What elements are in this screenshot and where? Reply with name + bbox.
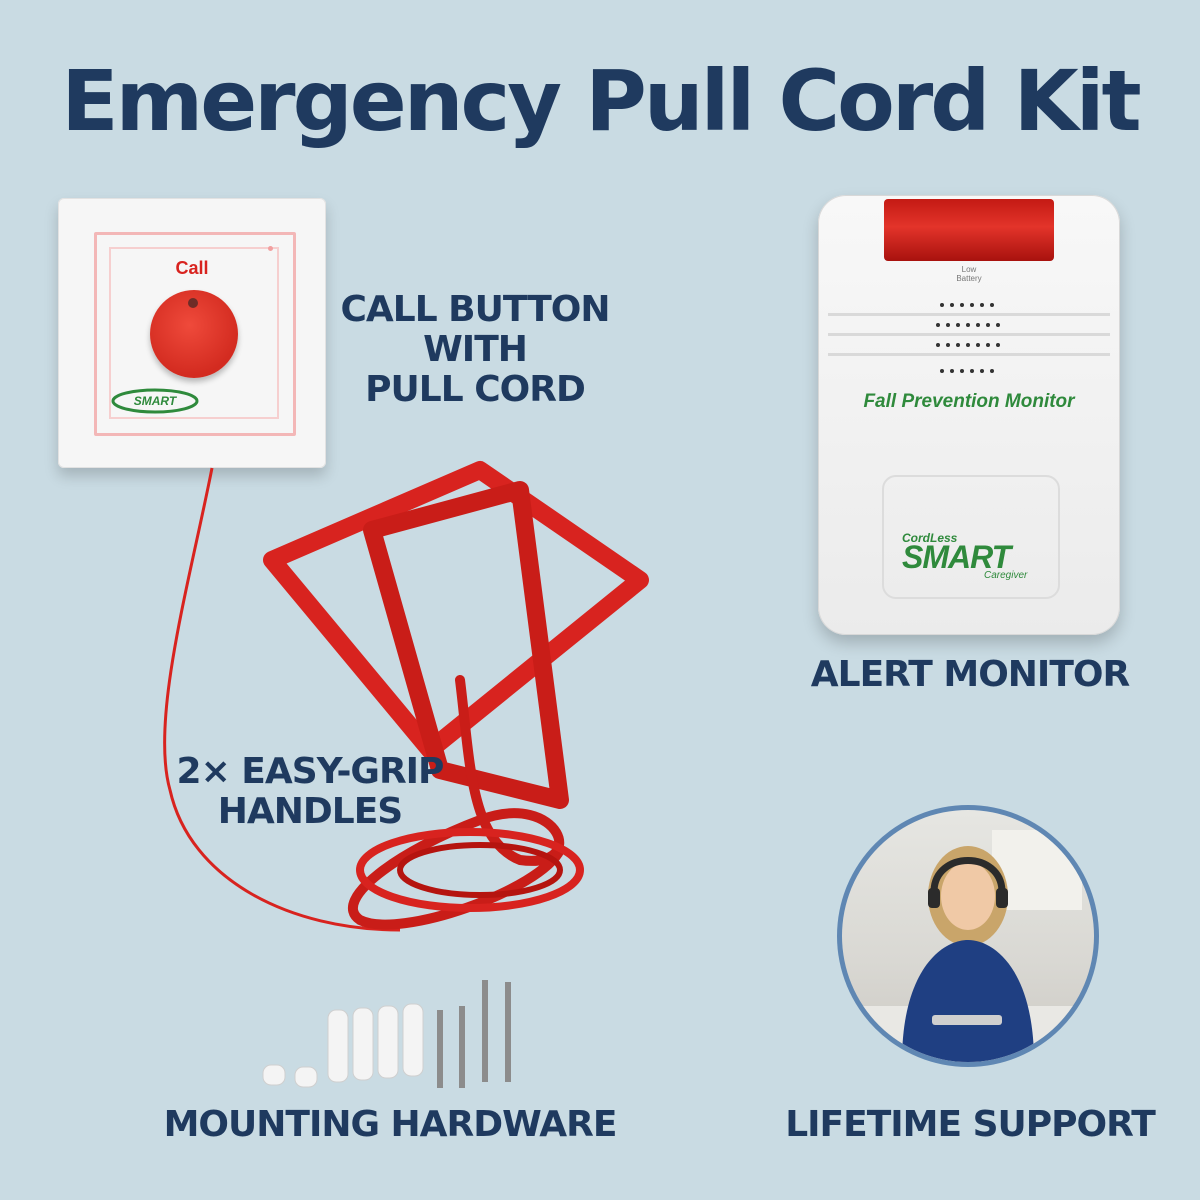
call-device-inner-frame xyxy=(109,247,279,419)
cap-2 xyxy=(294,1066,318,1088)
support-photo-frame xyxy=(837,805,1099,1067)
low-battery-indicator: Low Battery xyxy=(818,265,1120,283)
smart-logo: SMART xyxy=(111,388,199,414)
handles-label-line-2: HANDLES xyxy=(217,791,403,832)
triangle-handle-back xyxy=(263,461,649,759)
call-device-frame xyxy=(94,232,296,436)
call-button-label-line-3: PULL CORD xyxy=(365,369,586,410)
call-label: Call xyxy=(175,258,209,278)
alert-monitor-label: ALERT MONITOR xyxy=(810,654,1130,695)
handles-label-line-1: 2× EASY-GRIP xyxy=(176,751,445,792)
smart-logo-text: SMART xyxy=(134,394,178,408)
call-button-device: Call SMART xyxy=(58,198,326,468)
call-button-label-line-1: CALL BUTTON xyxy=(340,289,610,330)
brand-cordless: CordLess xyxy=(902,531,958,545)
ridge-1 xyxy=(828,313,1110,316)
headset-icon xyxy=(930,857,1006,893)
ridge-2 xyxy=(828,333,1110,336)
cap-1 xyxy=(262,1064,286,1086)
pull-cord-illustration xyxy=(163,461,649,932)
headset-earpiece-right xyxy=(996,888,1008,908)
alarm-light xyxy=(884,199,1054,261)
cord-bundle-inner xyxy=(397,842,563,898)
headset-earpiece-left xyxy=(928,888,940,908)
cord-bundle xyxy=(356,828,584,912)
brand-caregiver: Caregiver xyxy=(984,570,1028,581)
anchor-2 xyxy=(352,1007,374,1081)
anchor-1 xyxy=(327,1009,349,1083)
page-title: Emergency Pull Cord Kit xyxy=(61,52,1141,150)
monitor-product-name: Fall Prevention Monitor xyxy=(863,391,1075,412)
low-battery-line-1: Low xyxy=(961,265,977,274)
low-battery-line-2: Battery xyxy=(956,274,982,283)
call-led xyxy=(188,298,198,308)
support-agent-illustration xyxy=(842,830,1094,1062)
brand-smart: SMART xyxy=(902,539,1011,575)
agent-face xyxy=(941,862,995,930)
call-button-label-line-2: WITH xyxy=(423,329,528,370)
call-button-label: CALL BUTTON WITH PULL CORD xyxy=(330,290,620,410)
handles-label: 2× EASY-GRIP HANDLES xyxy=(160,752,460,832)
mounting-hardware-label: MOUNTING HARDWARE xyxy=(163,1104,618,1145)
status-led xyxy=(268,246,273,251)
keyboard xyxy=(932,1015,1002,1025)
lifetime-support-label: LIFETIME SUPPORT xyxy=(785,1104,1156,1145)
alert-monitor-device: Low Battery Fall Prevention Monitor Cord… xyxy=(818,195,1120,635)
agent-torso xyxy=(902,940,1034,1062)
anchor-3 xyxy=(377,1005,399,1079)
pull-cord xyxy=(163,467,401,932)
anchor-4 xyxy=(402,1003,424,1077)
ridge-3 xyxy=(828,353,1110,356)
mounting-hardware-illustration xyxy=(262,980,511,1088)
monitor-lower-panel xyxy=(882,475,1060,599)
support-agent-photo xyxy=(842,810,1094,1062)
call-button xyxy=(150,290,238,378)
triangle-handle-front xyxy=(363,481,569,809)
speaker-grille xyxy=(936,303,1000,373)
